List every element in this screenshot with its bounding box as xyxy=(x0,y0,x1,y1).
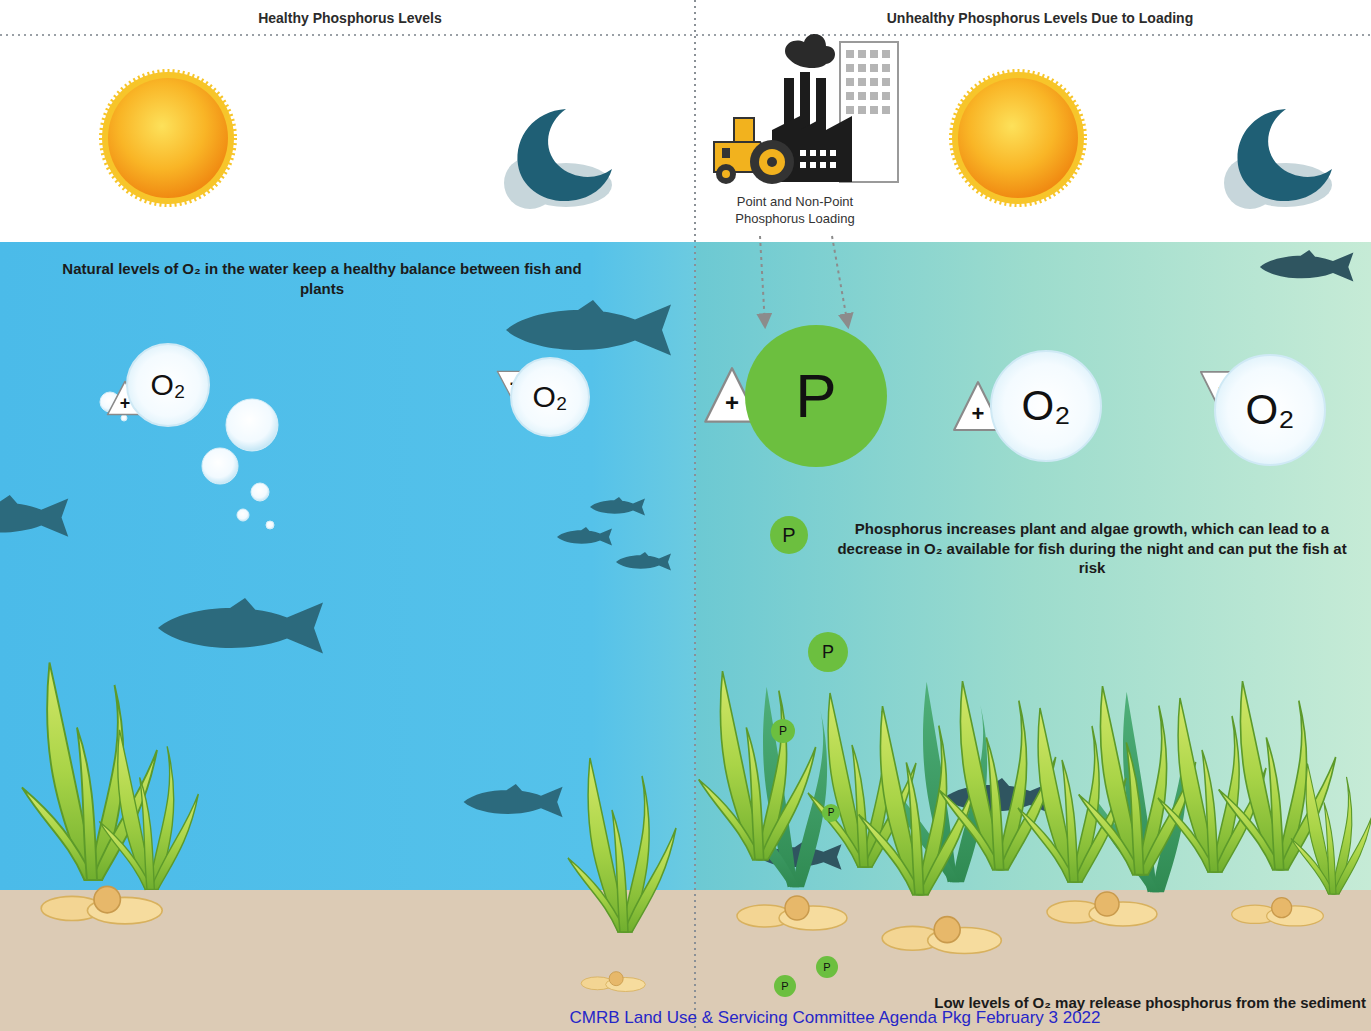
watermark: CMRB Land Use & Servicing Committee Agen… xyxy=(400,1007,1270,1029)
element-symbol: P xyxy=(823,962,830,973)
oxygen-formula: O₂ xyxy=(151,370,186,400)
oxygen-bubble: O₂ xyxy=(126,343,210,427)
sky xyxy=(0,0,1371,242)
phosphorus-circle: P xyxy=(745,325,887,467)
loading-arrow xyxy=(832,236,848,326)
element-symbol: P xyxy=(779,725,787,737)
loading-icon xyxy=(714,34,898,184)
phosphorus-particle: P xyxy=(808,632,848,672)
oxygen-bubble: O₂ xyxy=(1214,354,1326,466)
source-caption: Point and Non-Point Phosphorus Loading xyxy=(715,194,875,228)
element-symbol: P xyxy=(822,643,834,661)
sun-icon xyxy=(102,72,234,204)
note-text: Phosphorus increases plant and algae gro… xyxy=(822,519,1362,578)
phosphorus-particle: P xyxy=(816,956,838,978)
element-symbol: P xyxy=(828,808,835,818)
oxygen-bubble: O₂ xyxy=(510,357,590,437)
panel-heading: Healthy Phosphorus Levels xyxy=(150,9,550,27)
note-text: Natural levels of O₂ in the water keep a… xyxy=(62,259,582,298)
phosphorus-particle: P xyxy=(771,719,795,743)
phosphorus-particle: P xyxy=(774,975,796,997)
moon-icon xyxy=(1224,109,1332,209)
panel-heading: Unhealthy Phosphorus Levels Due to Loadi… xyxy=(820,9,1260,27)
element-symbol: P xyxy=(781,981,788,992)
sign-text: + xyxy=(972,403,985,425)
element-symbol: P xyxy=(795,365,836,427)
aquatic-plants xyxy=(699,671,1371,953)
sign-text: + xyxy=(725,391,739,415)
panel-divider xyxy=(694,0,696,1031)
sediment xyxy=(0,890,1371,1031)
loaded-water xyxy=(696,242,1371,892)
oxygen-formula: O₂ xyxy=(533,382,568,412)
oxygen-bubble: O₂ xyxy=(990,350,1102,462)
moon-icon xyxy=(504,109,612,209)
sun-icon xyxy=(952,72,1084,204)
header-rule xyxy=(0,34,1371,36)
oxygen-formula: O₂ xyxy=(1022,385,1071,427)
aquatic-plants xyxy=(22,663,676,992)
phosphorus-particle: P xyxy=(822,804,840,822)
fish xyxy=(0,300,671,817)
oxygen-formula: O₂ xyxy=(1246,389,1295,431)
phosphorus-particle: P xyxy=(770,516,808,554)
loading-arrow xyxy=(760,236,765,326)
element-symbol: P xyxy=(782,525,795,545)
